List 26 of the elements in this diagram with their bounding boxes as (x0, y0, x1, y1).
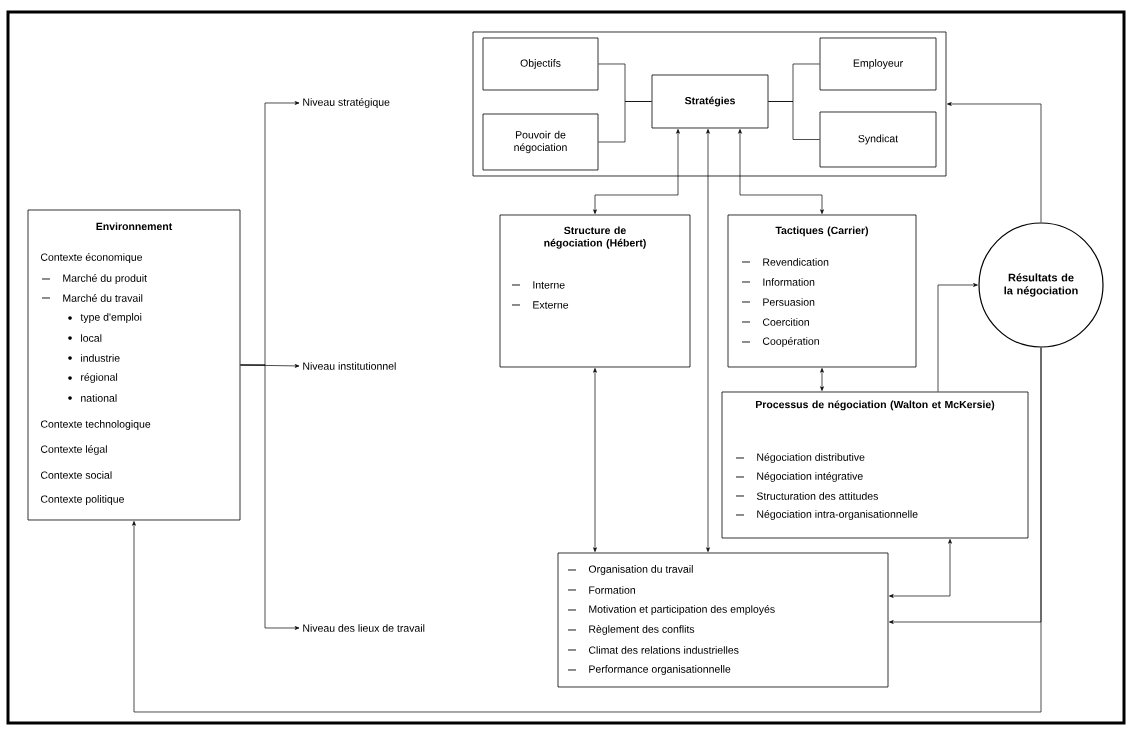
arrow (240, 364, 300, 630)
arrow (947, 102, 1042, 223)
connector-line (768, 101, 820, 140)
text-box: Objectifs (482, 37, 599, 91)
arrow (132, 347, 1042, 713)
arrow (706, 129, 710, 552)
list-box: Processus de négociation (Walton et McKersie) Négociation distributive Négociation intégrative Structuration des attitudes Négociation intra-organisationnelle (721, 391, 1029, 539)
group-box (472, 31, 947, 177)
list-box: Environnement Contexte économique Marché du produit Marché du travail type d'emploi local industrie régional national Contexte technologique Contexte légal Contexte social Contexte politique (27, 209, 241, 521)
arrow (937, 283, 978, 392)
text-box: Employeur (819, 37, 937, 91)
list-box: Organisation du travail Formation Motivation et participation des employés Règlement des conflits Climat des relations industrielles Performance organisationnelle (557, 552, 889, 688)
level-label: Niveau stratégique (303, 98, 390, 108)
level-label: Niveau institutionnel (303, 362, 396, 370)
arrow (593, 129, 680, 214)
connector-line (598, 101, 652, 143)
arrow (889, 539, 952, 598)
list-box: Structure de négociation (Hébert) Interne Externe (499, 214, 691, 368)
arrow (820, 368, 824, 391)
level-label: Niveau des lieux de travail (303, 624, 425, 632)
arrow (738, 129, 824, 214)
list-box: Tactiques (Carrier) Revendication Information Persuasion Coercition Coopération (727, 214, 917, 368)
arrow (593, 368, 597, 552)
text-box: Pouvoir de négociation (482, 113, 599, 171)
text-box: Syndicat (819, 111, 937, 168)
text-box: Stratégies (651, 74, 769, 129)
